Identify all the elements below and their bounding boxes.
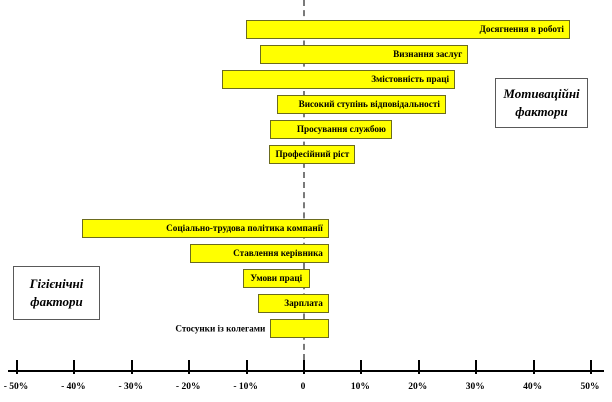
axis-tick <box>245 360 248 374</box>
group-caption-hygienic-line2: фактори <box>30 294 83 309</box>
bar-label: Стосунки із колегами <box>175 322 266 333</box>
bar: Соціально-трудова політика компанії <box>82 219 329 238</box>
bar: Змістовність праці <box>222 70 456 89</box>
zero-reference-line <box>303 0 305 360</box>
bar: Зарплата <box>258 294 329 313</box>
group-caption-hygienic-line1: Гігієнічні <box>29 276 84 292</box>
axis-tick-label: 30% <box>465 382 485 392</box>
bar-label: Зарплата <box>284 297 323 308</box>
axis-tick <box>475 360 478 374</box>
bar-label: Досягнення в роботі <box>479 23 564 34</box>
bar: Визнання заслуг <box>259 45 469 64</box>
bar: Стосунки із колегами <box>175 319 329 338</box>
bar-label: Визнання заслуг <box>393 48 463 59</box>
axis-tick <box>590 360 592 374</box>
group-caption-motivational-line1: Мотиваційні <box>503 86 580 102</box>
bar-label: Змістовність праці <box>371 73 450 84</box>
bar-label: Просування службою <box>296 123 386 134</box>
axis-tick <box>130 360 133 374</box>
axis-tick-label: - 10% <box>233 382 258 392</box>
axis-tick-label: - 20% <box>175 382 201 392</box>
axis-tick <box>16 360 18 374</box>
axis-tick <box>360 360 363 374</box>
axis-tick-label: - 40% <box>61 382 86 392</box>
axis-tick-label: 20% <box>408 382 428 392</box>
bar-label: Соціально-трудова політика компанії <box>166 222 323 233</box>
axis-tick <box>188 360 191 374</box>
axis-tick <box>303 360 305 374</box>
bar: Професійний ріст <box>269 145 356 164</box>
axis-tick <box>73 360 76 374</box>
x-axis-line <box>8 370 604 372</box>
bar: Просування службою <box>270 120 392 139</box>
axis-tick <box>532 360 535 374</box>
bar: Досягнення в роботі <box>245 20 570 39</box>
bar-label: Високий ступінь відповідальності <box>298 98 440 109</box>
axis-tick <box>417 360 420 374</box>
bar-label: Умови праці <box>250 272 303 283</box>
bar: Умови праці <box>242 269 310 288</box>
axis-tick-label: 50% <box>580 382 600 392</box>
axis-tick-label: - 50% <box>3 382 29 392</box>
bar: Ставлення керівника <box>189 244 329 263</box>
bar: Високий ступінь відповідальності <box>277 95 446 114</box>
axis-tick-label: 10% <box>350 382 370 392</box>
axis-tick-label: 40% <box>523 382 543 392</box>
axis-tick-label: 0 <box>300 382 306 392</box>
bar-label: Ставлення керівника <box>233 247 323 258</box>
group-caption-hygienic: Гігієнічні фактори <box>13 266 100 320</box>
axis-tick-label: - 30% <box>118 382 144 392</box>
bar-label: Професійний ріст <box>275 148 350 159</box>
group-caption-motivational-line2: фактори <box>515 104 568 119</box>
group-caption-motivational: Мотиваційні фактори <box>495 78 588 128</box>
